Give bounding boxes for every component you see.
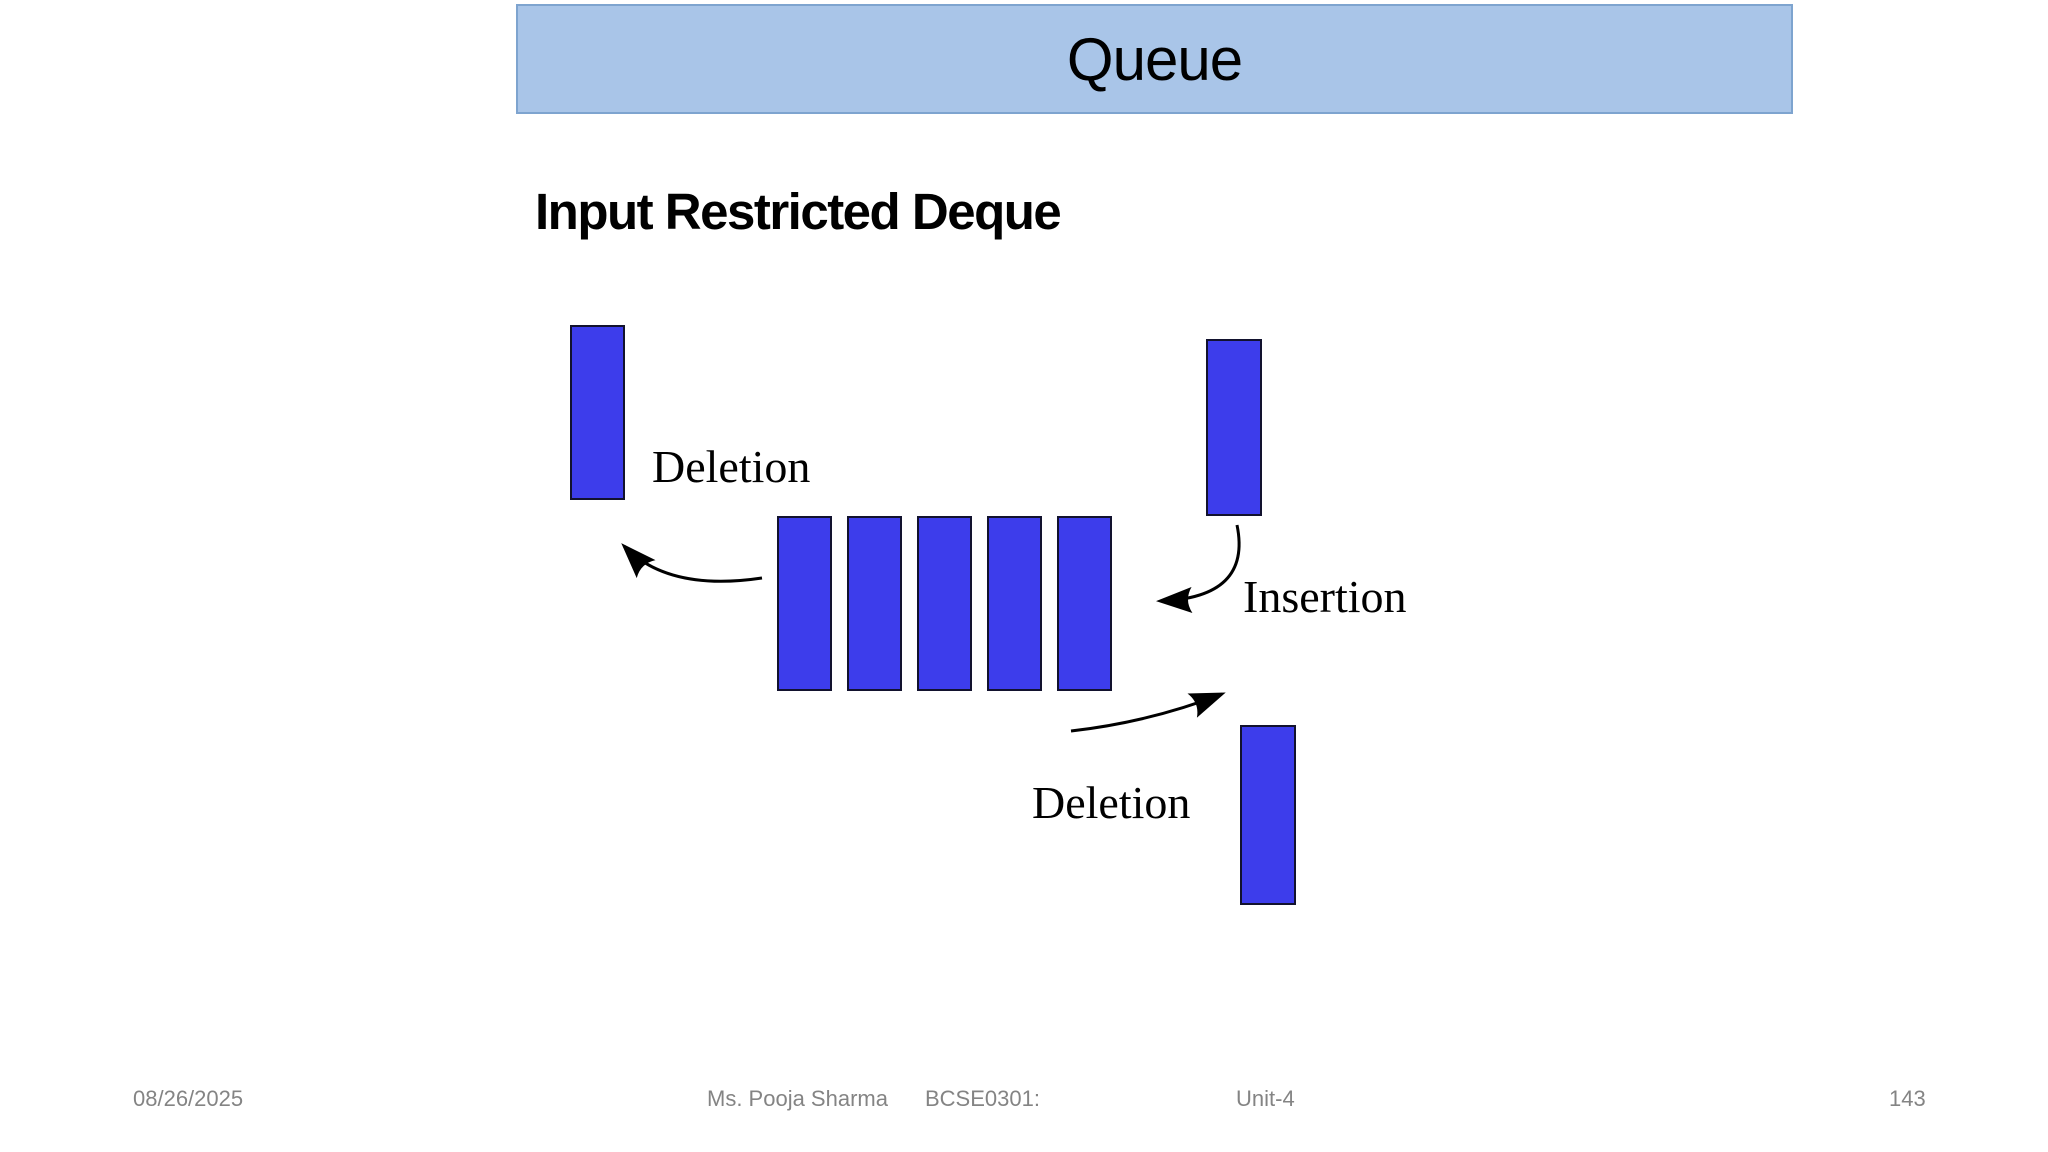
section-heading: Input Restricted Deque xyxy=(535,183,1062,240)
queue-block xyxy=(917,516,972,691)
rear-insertion-arrow xyxy=(1156,524,1241,613)
rear-insertion-label: Insertion xyxy=(1243,571,1407,622)
front-deleted-block xyxy=(570,325,625,500)
footer-course-code: BCSE0301: xyxy=(925,1086,1040,1111)
queue-block xyxy=(1057,516,1112,691)
queue-blocks-row xyxy=(777,516,1112,691)
footer-unit: Unit-4 xyxy=(1236,1086,1295,1111)
rear-inserting-block xyxy=(1206,339,1262,516)
front-deletion-label: Deletion xyxy=(652,441,811,492)
footer-date: 08/26/2025 xyxy=(133,1086,244,1111)
footer-author: Ms. Pooja Sharma xyxy=(707,1086,888,1111)
footer-page-number: 143 xyxy=(1889,1086,1926,1111)
queue-block xyxy=(777,516,832,691)
rear-deletion-label: Deletion xyxy=(1032,777,1191,828)
front-deletion-arrow xyxy=(621,543,763,583)
queue-block xyxy=(987,516,1042,691)
title-bar: Queue xyxy=(516,4,1793,114)
slide-title: Queue xyxy=(1066,25,1243,93)
queue-block xyxy=(847,516,902,691)
rear-deletion-arrow xyxy=(1070,692,1226,733)
rear-deleted-block xyxy=(1240,725,1296,905)
